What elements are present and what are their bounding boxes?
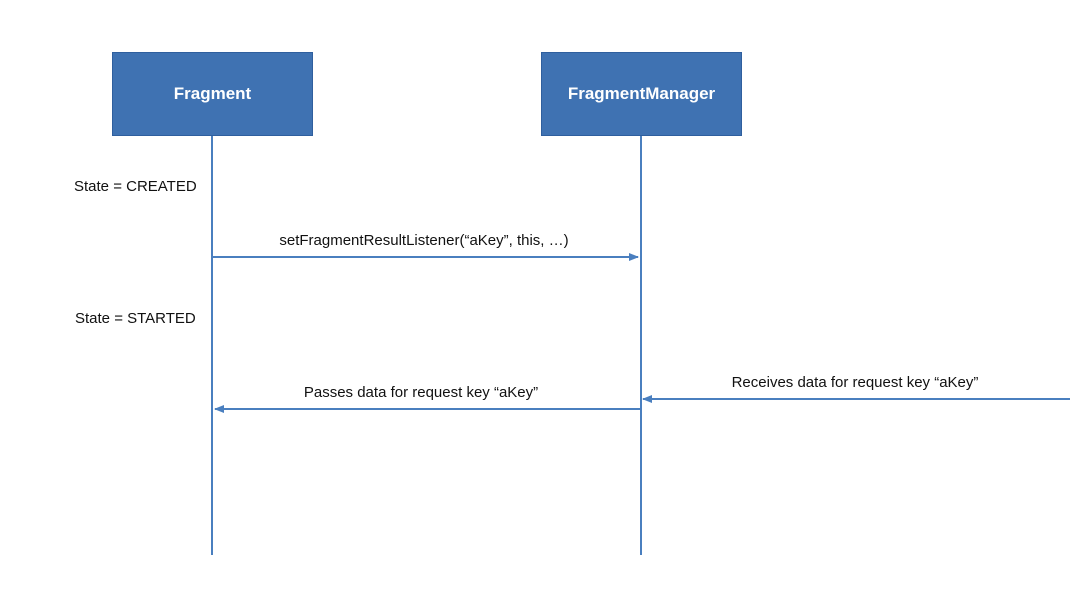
state-created-label: State = CREATED xyxy=(74,178,197,195)
state-started-label: State = STARTED xyxy=(75,310,196,327)
fragment-manager-actor-box: FragmentManager xyxy=(541,52,742,136)
set-listener-message-label: setFragmentResultListener(“aKey”, this, … xyxy=(279,232,569,249)
fragment-actor-label: Fragment xyxy=(173,84,252,103)
fragment-lifeline xyxy=(211,136,213,555)
receives-data-message-label: Receives data for request key “aKey” xyxy=(731,374,979,391)
fragment-manager-actor-label: FragmentManager xyxy=(567,84,716,103)
fragment-manager-lifeline xyxy=(640,136,642,555)
passes-data-message-label: Passes data for request key “aKey” xyxy=(303,384,539,401)
fragment-actor-box: Fragment xyxy=(112,52,313,136)
